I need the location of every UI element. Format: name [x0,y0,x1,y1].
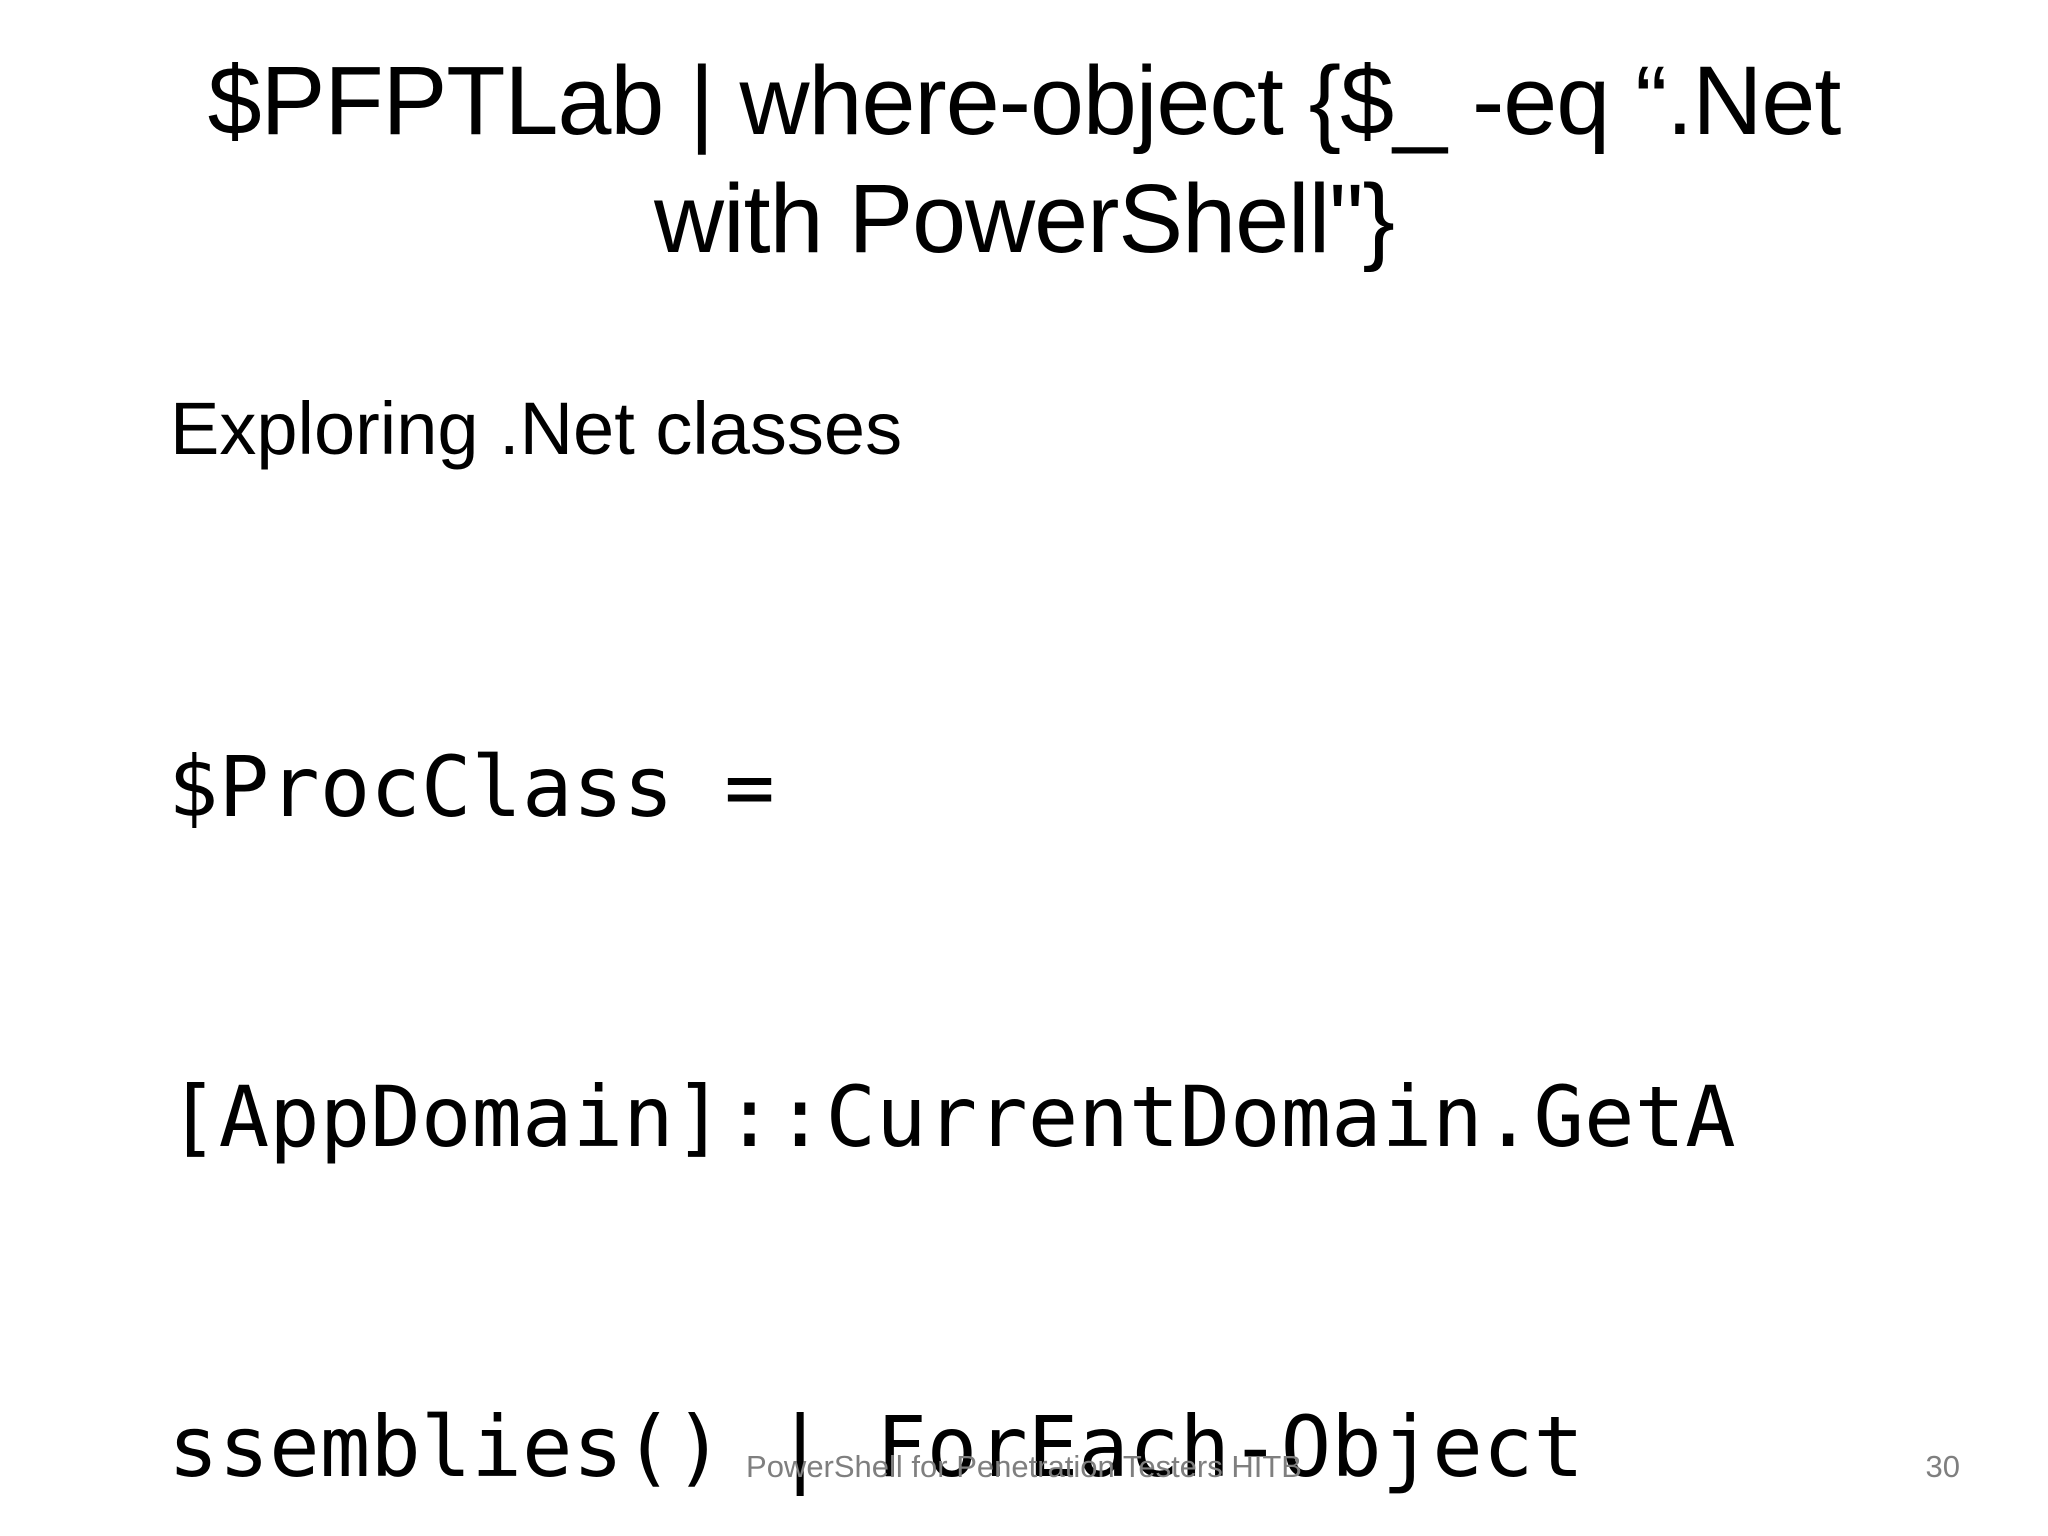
slide-title-line-2: with PowerShell"} [654,164,1395,274]
code-line: [AppDomain]::CurrentDomain.GetA [168,1068,1736,1166]
code-line: ssemblies() | ForEach-Object [168,1398,1585,1496]
slide-title: $PFPTLab | where-object {$_ -eq “.Net wi… [0,42,2048,279]
code-line: $ProcClass = [168,738,775,836]
footer-text: PowerShell for Penetration Testers HITB [746,1449,1302,1484]
body-heading: Exploring .Net classes [170,387,903,470]
slide-title-line-1: $PFPTLab | where-object {$_ -eq “.Net [207,46,1842,155]
code-block: $ProcClass = [AppDomain]::CurrentDomain.… [168,512,1736,1536]
page-number: 30 [1925,1449,1960,1484]
